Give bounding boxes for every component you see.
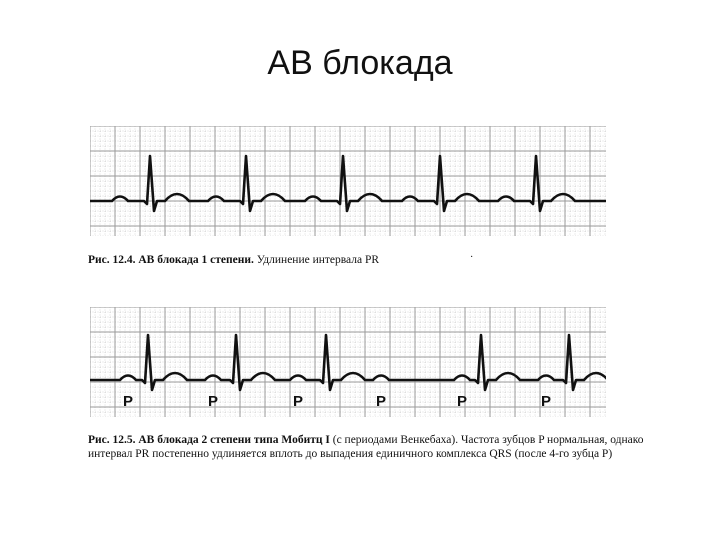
p-wave-label-6: P (541, 393, 551, 410)
caption-title-first-degree: Рис. 12.4. АВ блокада 1 степени. (88, 254, 254, 266)
p-wave-label-5: P (457, 393, 467, 410)
strip1-grid (90, 126, 606, 236)
stray-dot: · (470, 252, 474, 263)
caption-text-first-degree: Удлинение интервала PR (253, 254, 380, 266)
p-wave-label-1: P (123, 393, 133, 410)
slide-title: АВ блокада (267, 44, 453, 82)
ecg-strip-mobitz-1-svg: P P P P P P (90, 307, 606, 417)
strip2-trace (90, 333, 606, 392)
figure-caption-mobitz-1: Рис. 12.5. АВ блокада 2 степени типа Моб… (88, 433, 648, 461)
ecg-strip-first-degree (90, 126, 606, 236)
caption-text-mobitz-1: (с периодами Венкебаха). Частота зубцов … (88, 434, 644, 460)
strip1-trace (90, 154, 606, 213)
p-wave-label-4: P (376, 393, 386, 410)
ecg-strip-mobitz-1: P P P P P P (90, 307, 606, 417)
strip2-grid (90, 307, 606, 417)
p-wave-label-2: P (208, 393, 218, 410)
figure-caption-first-degree: Рис. 12.4. АВ блокада 1 степени. Удлинен… (88, 253, 648, 267)
p-wave-label-3: P (293, 393, 303, 410)
caption-title-mobitz-1: Рис. 12.5. АВ блокада 2 степени типа Моб… (88, 434, 330, 446)
ecg-strip-first-degree-svg (90, 126, 606, 236)
